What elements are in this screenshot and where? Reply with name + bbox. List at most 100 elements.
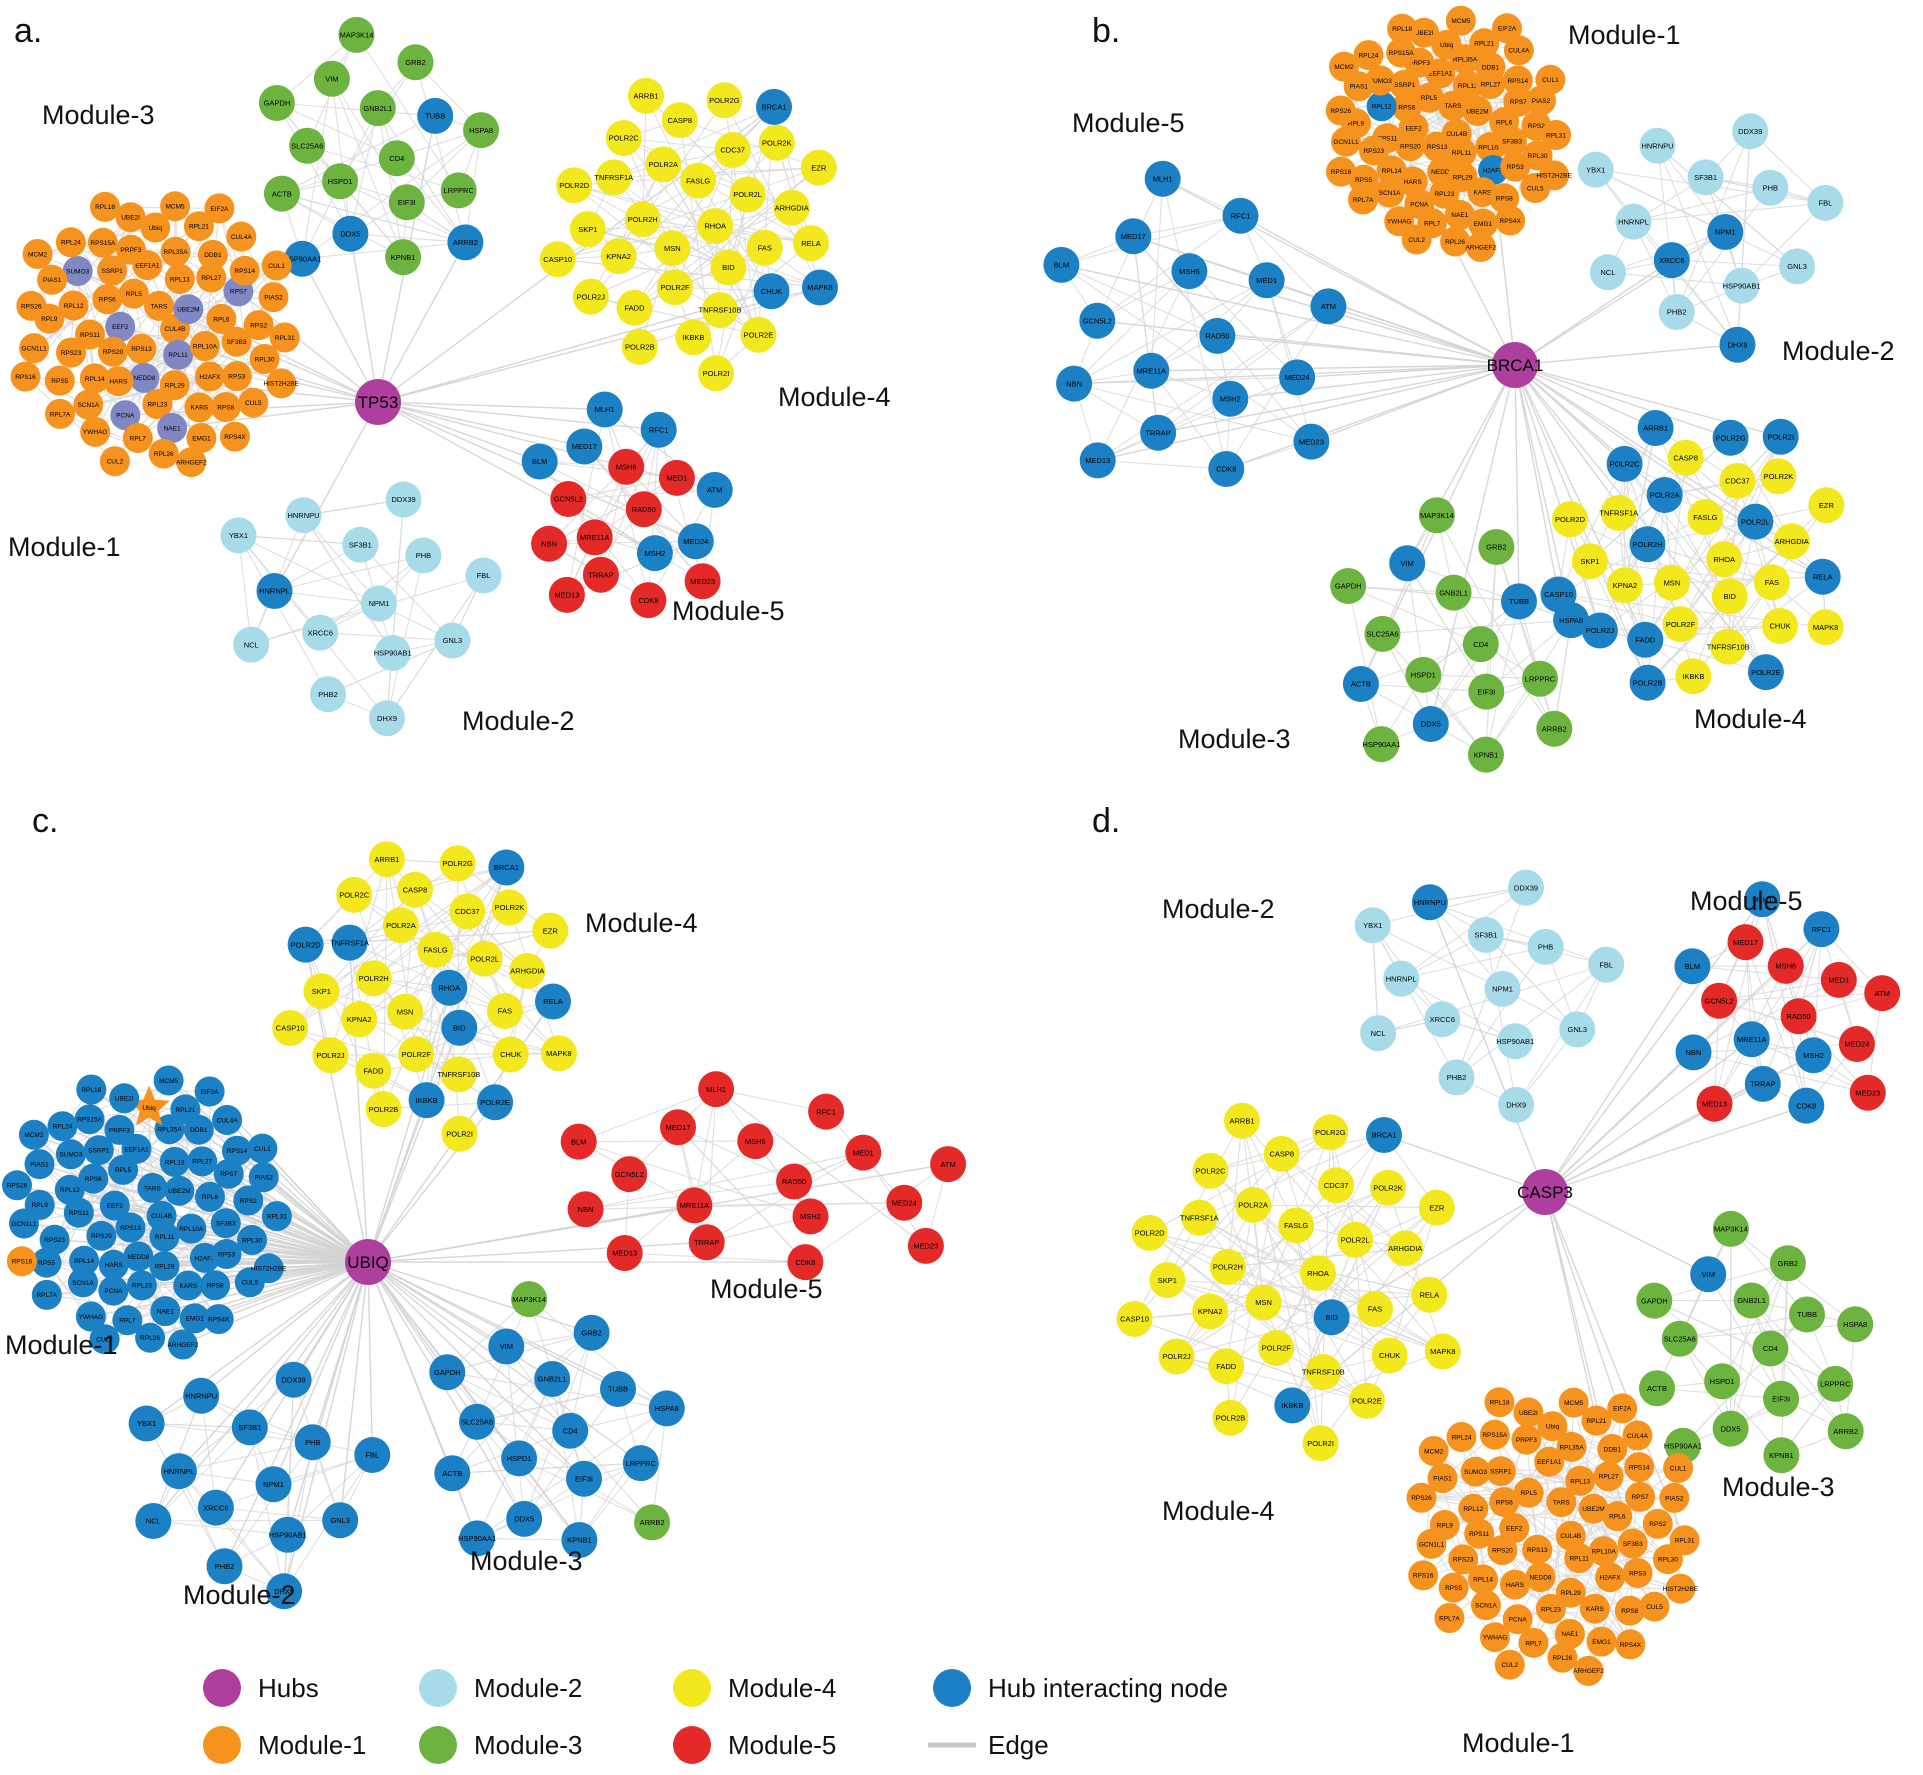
node-LRPPRC: LRPPRC	[440, 172, 477, 209]
node-MED17: MED17	[1115, 218, 1152, 255]
star-node-shape	[128, 1085, 170, 1126]
node-circle	[206, 303, 237, 334]
node-ARRB1: ARRB1	[368, 841, 405, 878]
node-circle	[1639, 1591, 1670, 1622]
edge	[1761, 899, 1807, 1106]
node-IKBKB: IKBKB	[1675, 658, 1712, 695]
node-circle	[1588, 1536, 1619, 1567]
edge	[447, 1371, 571, 1432]
node-circle	[660, 1109, 696, 1146]
node-PIAS1: PIAS1	[37, 264, 68, 295]
node-GAPDH: GAPDH	[258, 85, 295, 121]
hub-edge	[1097, 320, 1516, 366]
node-circle	[303, 973, 340, 1010]
edge	[476, 1462, 642, 1539]
node-circle	[360, 585, 397, 622]
node-CD4: CD4	[1462, 626, 1499, 663]
edge	[1061, 264, 1218, 337]
edge	[706, 1152, 864, 1243]
node-SKP1: SKP1	[569, 211, 606, 248]
node-circle	[1401, 224, 1432, 255]
node-circle	[773, 189, 810, 226]
hub-edge	[377, 106, 775, 403]
hub-edge	[367, 1261, 507, 1348]
node-RPL24: RPL24	[55, 227, 86, 258]
node-RPL31: RPL31	[269, 322, 300, 353]
hub-edge	[377, 242, 467, 403]
node-TUBB: TUBB	[600, 1371, 636, 1407]
node-CDK8: CDK8	[1208, 451, 1245, 487]
node-circle	[441, 1009, 478, 1046]
node-GAPDH: GAPDH	[1330, 568, 1367, 604]
hub-edge	[1544, 1038, 1753, 1193]
node-RPL26: RPL26	[1547, 1642, 1578, 1673]
node-circle	[746, 229, 783, 266]
node-POLR2G: POLR2G	[1712, 419, 1749, 456]
node-POLR2J: POLR2J	[572, 278, 609, 315]
node-circle	[203, 1304, 234, 1335]
node-circle	[1318, 1167, 1355, 1204]
edge	[1553, 620, 1572, 729]
node-circle	[845, 1134, 882, 1171]
node-NBN: NBN	[1675, 1034, 1712, 1071]
node-circle	[1711, 578, 1748, 615]
node-circle	[1431, 29, 1462, 60]
edge	[1241, 1120, 1297, 1226]
node-SKP1: SKP1	[1149, 1262, 1186, 1299]
legend-item-hub-interacting-node: Hub interacting node	[933, 1669, 1228, 1707]
edge	[1664, 494, 1792, 542]
node-circle	[1527, 928, 1564, 965]
node-circle	[449, 893, 486, 930]
node-circle	[63, 1197, 94, 1228]
node-circle	[706, 82, 743, 119]
node-circle	[187, 1146, 218, 1177]
node-XRCC6: XRCC6	[1424, 1001, 1461, 1038]
edge	[1780, 1263, 1789, 1399]
node-RPS14: RPS14	[1502, 65, 1533, 96]
node-GCN5L2: GCN5L2	[1079, 302, 1116, 339]
hub-circle	[1522, 1169, 1568, 1215]
node-RPS14: RPS14	[229, 255, 260, 286]
node-circle	[210, 392, 241, 422]
node-circle	[1807, 184, 1844, 221]
node-circle	[1546, 1487, 1577, 1518]
node-SF3B1: SF3B1	[1467, 916, 1504, 953]
node-circle	[211, 1239, 242, 1269]
node-POLR2F: POLR2F	[398, 1036, 435, 1073]
edge	[1347, 585, 1382, 745]
node-circle	[219, 421, 250, 452]
node-RPS16: RPS16	[10, 361, 41, 392]
node-YBX1: YBX1	[1577, 151, 1614, 188]
node-circle	[605, 120, 642, 156]
node-circle	[1625, 1481, 1656, 1512]
edge	[539, 461, 697, 542]
hub-edge	[1514, 364, 1626, 465]
node-circle	[167, 1329, 198, 1360]
hub-edge	[1544, 1191, 1686, 1541]
node-circle	[1208, 1348, 1245, 1385]
node-circle	[1500, 151, 1531, 182]
node-circle	[1773, 523, 1810, 560]
node-circle	[1837, 1306, 1874, 1343]
hub-edge	[249, 1261, 369, 1428]
module-label-d-module-1: Module-1	[1462, 1728, 1575, 1758]
node-circle	[195, 1181, 225, 1212]
edge	[1406, 562, 1487, 692]
node-circle	[243, 310, 274, 341]
edge	[1453, 592, 1555, 730]
edge	[237, 535, 252, 645]
edge	[1227, 1266, 1368, 1402]
node-POLR2I: POLR2I	[1302, 1425, 1339, 1462]
edge	[634, 149, 734, 308]
node-CASP8: CASP8	[1667, 439, 1704, 476]
node-circle	[221, 361, 252, 392]
node-circle	[1636, 1282, 1673, 1319]
node-POLR2D: POLR2D	[287, 926, 324, 963]
edge	[1736, 480, 1781, 627]
node-RPS16: RPS16	[1326, 156, 1356, 187]
node-circle	[229, 255, 260, 286]
node-circle	[1079, 442, 1116, 479]
node-TARS: TARS	[137, 1172, 168, 1203]
node-POLR2I: POLR2I	[1762, 418, 1799, 455]
node-DHX9: DHX9	[1719, 326, 1756, 363]
